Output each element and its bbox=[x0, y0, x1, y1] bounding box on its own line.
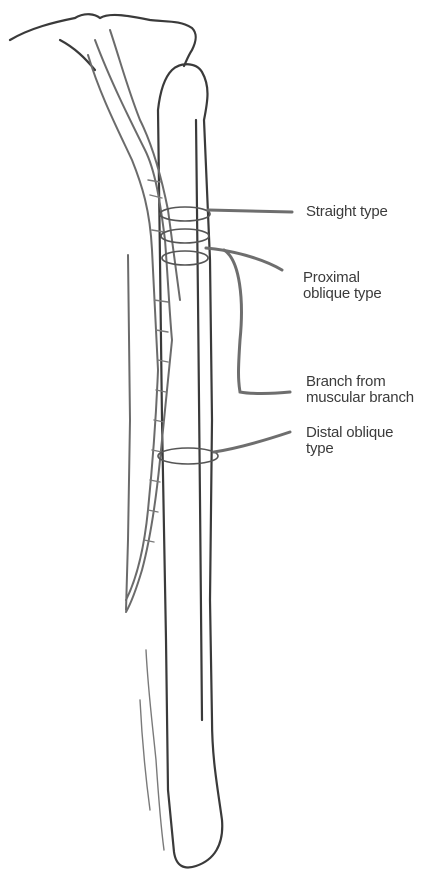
bone-shaft-inner-line bbox=[196, 120, 202, 720]
lower-vessel-1 bbox=[146, 650, 164, 850]
ring-proximal-1 bbox=[161, 229, 209, 243]
ring-distal bbox=[158, 448, 218, 464]
distal-oblique-type-label: Distal oblique type bbox=[306, 425, 393, 457]
straight-type-label: Straight type bbox=[306, 204, 388, 220]
leader-branch bbox=[224, 250, 290, 394]
ring-straight bbox=[160, 207, 210, 221]
leader-straight bbox=[208, 210, 292, 212]
proximal-oblique-type-label: Proximal oblique type bbox=[303, 270, 382, 302]
distal-oblique-line2: type bbox=[306, 441, 393, 457]
ring-proximal-2 bbox=[162, 251, 208, 265]
distal-oblique-line1: Distal oblique bbox=[306, 425, 393, 441]
proximal-oblique-line2: oblique type bbox=[303, 286, 382, 302]
branch-muscular-line2: muscular branch bbox=[306, 390, 414, 406]
lower-vessel-2 bbox=[140, 700, 150, 810]
bone-shaft-outline bbox=[158, 64, 222, 867]
upper-bone-left-edge bbox=[60, 40, 95, 70]
leader-proximal bbox=[206, 248, 282, 270]
branch-muscular-line1: Branch from bbox=[306, 374, 414, 390]
left-vertical-vessel bbox=[126, 255, 130, 610]
vessel-upper-branch bbox=[110, 30, 180, 300]
straight-type-text: Straight type bbox=[306, 204, 388, 220]
leader-distal bbox=[214, 432, 290, 452]
proximal-oblique-line1: Proximal bbox=[303, 270, 382, 286]
branch-from-muscular-branch-label: Branch from muscular branch bbox=[306, 374, 414, 406]
